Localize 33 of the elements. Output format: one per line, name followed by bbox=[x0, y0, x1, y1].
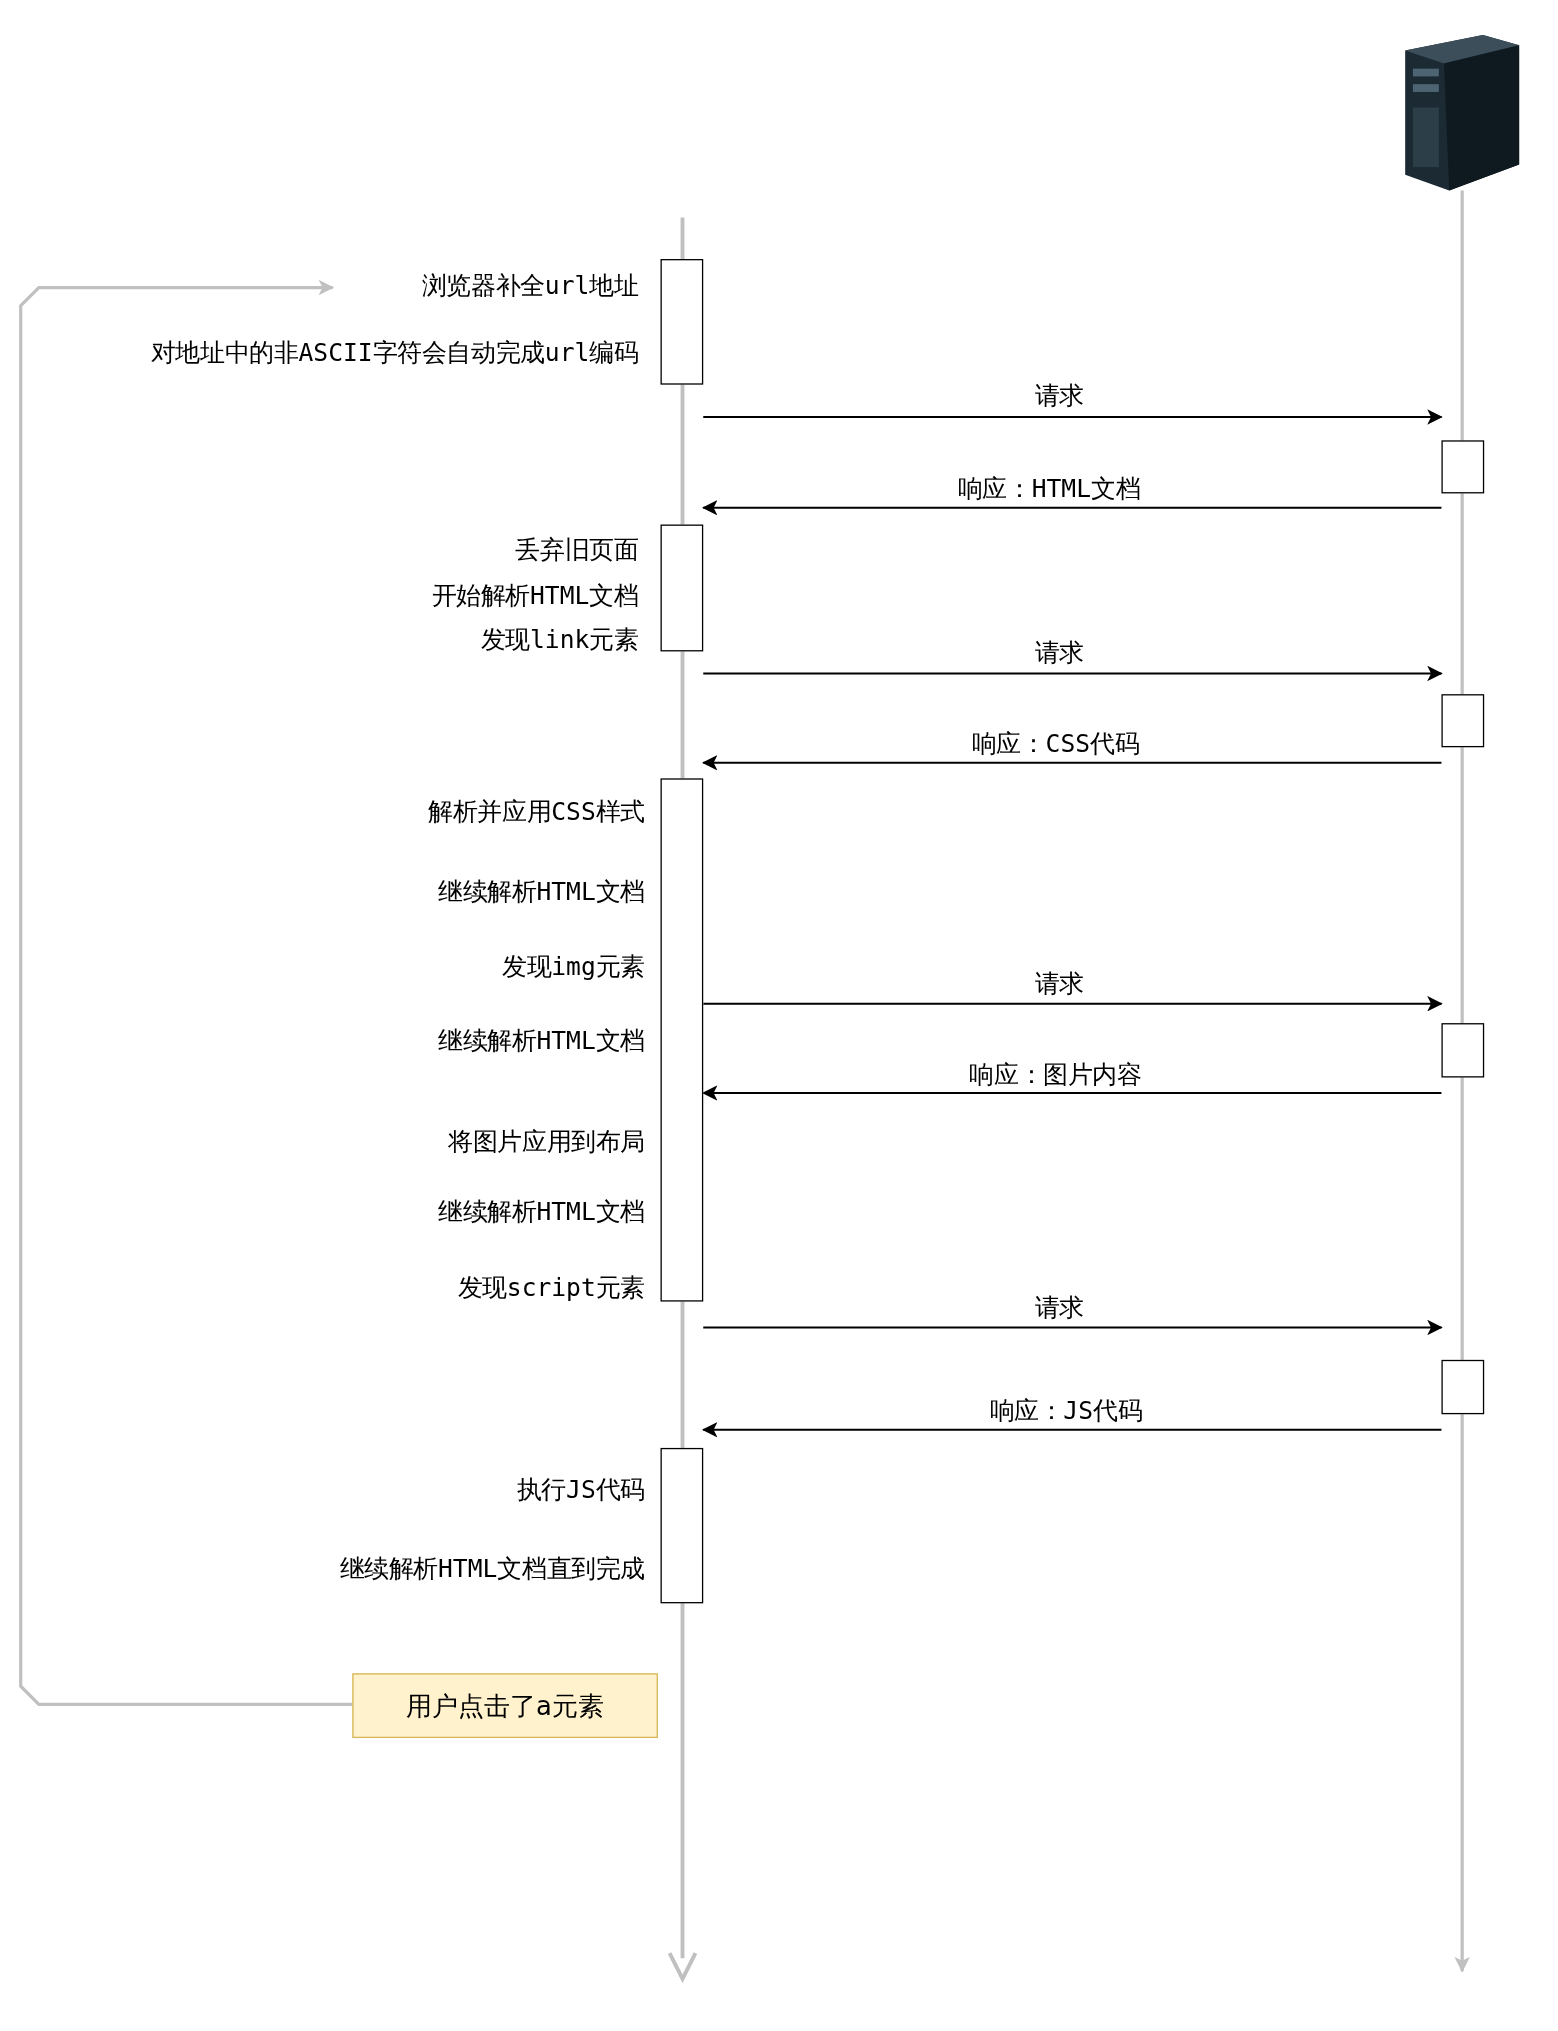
activation-bar bbox=[1441, 1359, 1485, 1415]
message-arrow bbox=[702, 995, 1443, 1012]
step-label: 对地址中的非ASCII字符会自动完成url编码 bbox=[150, 337, 639, 368]
activation-bar bbox=[660, 1447, 704, 1604]
message-arrow bbox=[702, 1319, 1443, 1336]
step-label: 继续解析HTML文档 bbox=[438, 1024, 645, 1056]
activation-bar bbox=[660, 524, 704, 652]
message-arrow bbox=[702, 409, 1443, 425]
step-label: 继续解析HTML文档直到完成 bbox=[339, 1553, 645, 1584]
step-label: 继续解析HTML文档 bbox=[438, 1195, 645, 1227]
activation-bar bbox=[1441, 694, 1485, 748]
message-arrow bbox=[701, 755, 1443, 771]
step-label: 继续解析HTML文档 bbox=[438, 875, 645, 907]
step-label: 开始解析HTML文档 bbox=[431, 579, 639, 610]
message-arrow bbox=[701, 1085, 1443, 1101]
step-label: 将图片应用到布局 bbox=[448, 1125, 645, 1157]
step-label: 浏览器补全url地址 bbox=[421, 269, 639, 301]
activation-bar bbox=[660, 778, 704, 1302]
step-label: 丢弃旧页面 bbox=[515, 533, 639, 565]
activation-bar bbox=[1441, 440, 1485, 494]
server-drawing bbox=[1405, 34, 1520, 191]
step-label: 解析并应用CSS样式 bbox=[428, 795, 645, 827]
message-arrow bbox=[701, 499, 1443, 516]
message-arrow bbox=[702, 665, 1443, 682]
step-label: 发现img元素 bbox=[502, 950, 645, 982]
step-label: 发现link元素 bbox=[480, 623, 639, 655]
activation-bar bbox=[660, 259, 704, 385]
note-box: 用户点击了a元素 bbox=[352, 1673, 658, 1738]
activation-bar bbox=[1441, 1023, 1485, 1078]
step-label: 发现script元素 bbox=[457, 1272, 645, 1303]
step-label: 执行JS代码 bbox=[516, 1474, 645, 1505]
message-arrow bbox=[19, 279, 353, 1706]
message-arrow bbox=[701, 1422, 1443, 1438]
